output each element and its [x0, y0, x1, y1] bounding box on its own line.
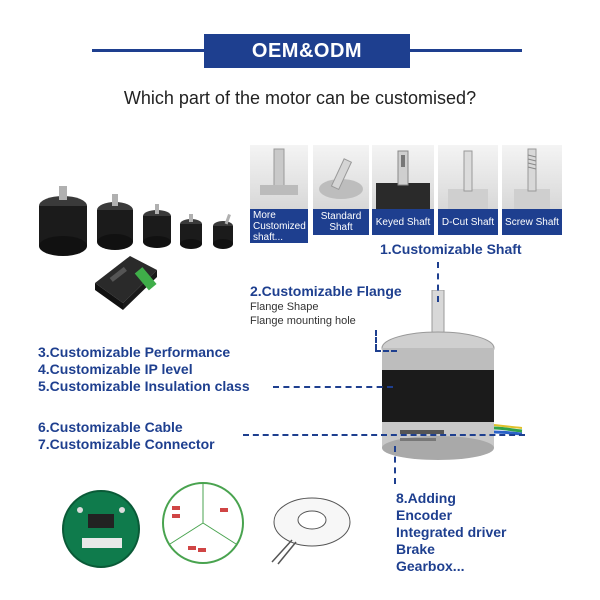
- gear-motors-image: [39, 186, 233, 256]
- shaft-standard-icon: [319, 158, 363, 199]
- motor-driver-image: [95, 256, 157, 310]
- gear-motor-5: [213, 214, 233, 249]
- shaft-keyed-icon: [376, 150, 430, 209]
- shaft-photo-dcut: [438, 145, 498, 209]
- shaft-label-dcut: D-Cut Shaft: [438, 209, 498, 235]
- header-line-right: [410, 49, 522, 52]
- shaft-card-keyed: Keyed Shaft: [372, 145, 434, 235]
- callout-line-performance: [273, 386, 393, 388]
- shaft-card-screw: Screw Shaft: [502, 145, 562, 235]
- shaft-photo-screw: [502, 145, 562, 209]
- feature-8-item-driver: Integrated driver: [396, 524, 507, 540]
- feature-2-sub-2: Flange mounting hole: [250, 315, 356, 327]
- gear-motor-2: [97, 194, 133, 250]
- callout-line-addons: [394, 446, 396, 484]
- feature-1-heading: 1.Customizable Shaft: [380, 241, 522, 257]
- encoder-sketch-image: [271, 497, 351, 565]
- feature-4-heading: 4.Customizable IP level: [38, 361, 193, 377]
- question-text: Which part of the motor can be customise…: [123, 88, 477, 108]
- shaft-label-standard: Standard Shaft: [313, 209, 369, 235]
- shaft-card-dcut: D-Cut Shaft: [438, 145, 498, 235]
- shaft-photo-more: [250, 145, 308, 209]
- shaft-card-standard: Standard Shaft: [313, 145, 369, 235]
- shaft-card-more: More Customized shaft...: [250, 145, 308, 243]
- feature-8-item-brake: Brake: [396, 541, 435, 557]
- gear-motor-4: [180, 214, 202, 249]
- feature-8-heading: 8.Adding: [396, 490, 456, 506]
- feature-2-heading: 2.Customizable Flange: [250, 283, 402, 299]
- callout-line-cable: [243, 434, 525, 436]
- callout-line-flange-h: [375, 350, 397, 352]
- feature-6-heading: 6.Customizable Cable: [38, 419, 183, 435]
- header-line-left: [92, 49, 204, 52]
- feature-2-sub-1: Flange Shape: [250, 301, 319, 313]
- shaft-label-keyed: Keyed Shaft: [372, 209, 434, 235]
- encoder-board-image: [62, 490, 140, 568]
- callout-line-flange-v: [375, 330, 377, 350]
- shaft-label-screw: Screw Shaft: [502, 209, 562, 235]
- header-title: OEM&ODM: [204, 34, 410, 68]
- feature-7-heading: 7.Customizable Connector: [38, 436, 215, 452]
- gear-motor-1: [39, 186, 87, 256]
- feature-5-heading: 5.Customizable Insulation class: [38, 378, 250, 394]
- feature-8-item-gearbox: Gearbox...: [396, 558, 465, 574]
- brushless-motor-image: [381, 290, 523, 460]
- shaft-more-icon: [260, 148, 298, 195]
- feature-3-heading: 3.Customizable Performance: [38, 344, 231, 360]
- stator-diagram-image: [162, 482, 244, 564]
- feature-8-item-encoder: Encoder: [396, 507, 453, 523]
- shaft-photo-keyed: [372, 145, 434, 209]
- callout-line-shaft: [437, 262, 439, 302]
- shaft-dcut-icon: [448, 150, 488, 209]
- shaft-label-more: More Customized shaft...: [250, 209, 308, 243]
- shaft-photo-standard: [313, 145, 369, 209]
- gear-motor-3: [143, 204, 171, 248]
- shaft-screw-icon: [514, 148, 550, 209]
